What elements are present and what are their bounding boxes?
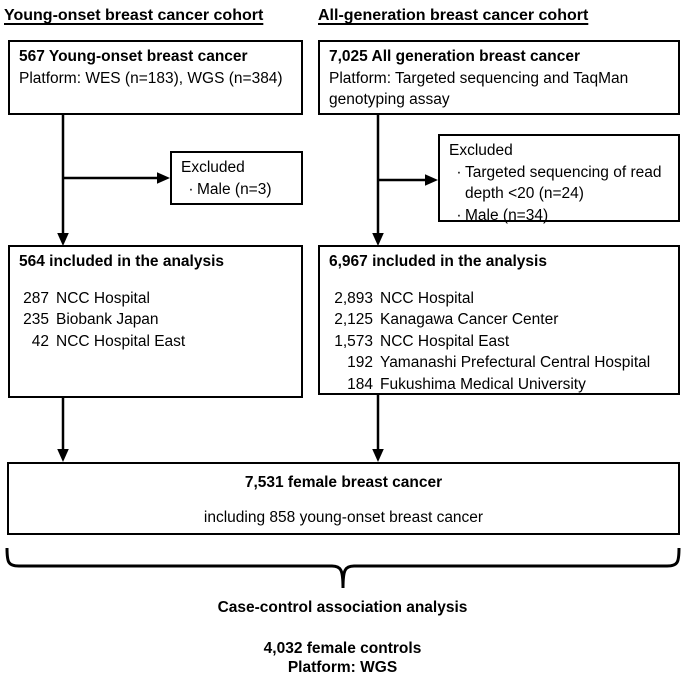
young-onset-source-platform: Platform: WES (n=183), WGS (n=384) [19, 69, 283, 87]
site-row: 192 Yamanashi Prefectural Central Hospit… [329, 352, 669, 374]
site-count: 2,125 [334, 311, 373, 328]
site-count: 42 [31, 332, 49, 350]
site-name: NCC Hospital East [380, 332, 510, 350]
site-row: 184 Fukushima Medical University [329, 374, 669, 396]
bullet-glyph: · [456, 206, 462, 224]
all-generation-excluded-item-text: Targeted sequencing of read depth <20 (n… [465, 163, 662, 203]
site-count: 184 [347, 375, 373, 393]
site-count: 235 [23, 311, 49, 328]
site-row: 42 NCC Hospital East [19, 331, 292, 353]
controls-platform: Platform: WGS [287, 659, 398, 676]
site-count: 2,893 [334, 289, 373, 307]
young-onset-site-rows: 287 NCC Hospital 235 Biobank Japan 42 NC… [19, 288, 292, 353]
site-row: 1,573 NCC Hospital East [329, 331, 669, 353]
site-count: 1,573 [334, 332, 373, 350]
combined-cohort-subtitle: including 858 young-onset breast cancer [203, 508, 484, 526]
bullet-glyph: · [188, 180, 194, 198]
young-onset-excluded-item: · Male (n=3) [181, 179, 292, 201]
young-onset-included-title: 564 included in the analysis [19, 253, 225, 270]
site-name: Kanagawa Cancer Center [380, 311, 559, 328]
young-onset-excluded-item-text: Male (n=3) [197, 180, 272, 198]
arrowhead-right-combined [372, 449, 384, 462]
site-count: 192 [347, 354, 373, 371]
all-generation-source-title: 7,025 All generation breast cancer [329, 48, 580, 65]
site-name: Fukushima Medical University [380, 375, 586, 393]
site-row: 287 NCC Hospital [19, 288, 292, 310]
site-row: 235 Biobank Japan [19, 309, 292, 331]
young-onset-source-box: 567 Young-onset breast cancer Platform: … [8, 40, 303, 115]
all-generation-excluded-title: Excluded [449, 142, 513, 159]
combined-cohort-box: 7,531 female breast cancer including 858… [7, 462, 680, 535]
young-onset-excluded-box: Excluded · Male (n=3) [170, 151, 303, 205]
all-generation-included-title: 6,967 included in the analysis [329, 253, 547, 270]
all-generation-cohort-heading: All-generation breast cancer cohort [318, 7, 589, 24]
young-onset-source-title: 567 Young-onset breast cancer [19, 48, 248, 65]
all-generation-excluded-box: Excluded · Targeted sequencing of read d… [438, 134, 680, 224]
young-onset-excluded-title: Excluded [181, 159, 245, 176]
arrowhead-left-combined [57, 449, 69, 462]
site-count: 287 [23, 289, 49, 307]
bullet-glyph: · [456, 163, 462, 181]
all-generation-included-box: 6,967 included in the analysis 2,893 NCC… [318, 245, 680, 395]
site-row: 2,125 Kanagawa Cancer Center [329, 309, 669, 331]
case-control-analysis-label: Case-control association analysis [217, 599, 468, 616]
site-name: NCC Hospital East [56, 332, 186, 350]
all-generation-source-box: 7,025 All generation breast cancer Platf… [318, 40, 680, 115]
site-name: NCC Hospital [56, 289, 150, 307]
site-name: Yamanashi Prefectural Central Hospital [380, 354, 651, 371]
underbrace [5, 547, 681, 589]
all-generation-excluded-item: · Male (n=34) [449, 205, 669, 227]
site-name: NCC Hospital [380, 289, 474, 307]
all-generation-excluded-item-text: Male (n=34) [465, 206, 549, 224]
site-row: 2,893 NCC Hospital [329, 288, 669, 310]
arrowhead-right-excluded [425, 174, 438, 186]
site-name: Biobank Japan [56, 311, 159, 328]
young-onset-cohort-heading: Young-onset breast cancer cohort [4, 7, 264, 24]
all-generation-site-rows: 2,893 NCC Hospital 2,125 Kanagawa Cancer… [329, 288, 669, 396]
controls-count: 4,032 female controls [263, 640, 422, 657]
all-generation-excluded-item: · Targeted sequencing of read depth <20 … [449, 162, 669, 205]
arrowhead-left-excluded [157, 172, 170, 184]
young-onset-included-box: 564 included in the analysis 287 NCC Hos… [8, 245, 303, 398]
all-generation-source-platform: Platform: Targeted sequencing and TaqMan… [329, 69, 629, 109]
controls-block: 4,032 female controls Platform: WGS [0, 639, 685, 677]
combined-cohort-title: 7,531 female breast cancer [244, 474, 443, 491]
